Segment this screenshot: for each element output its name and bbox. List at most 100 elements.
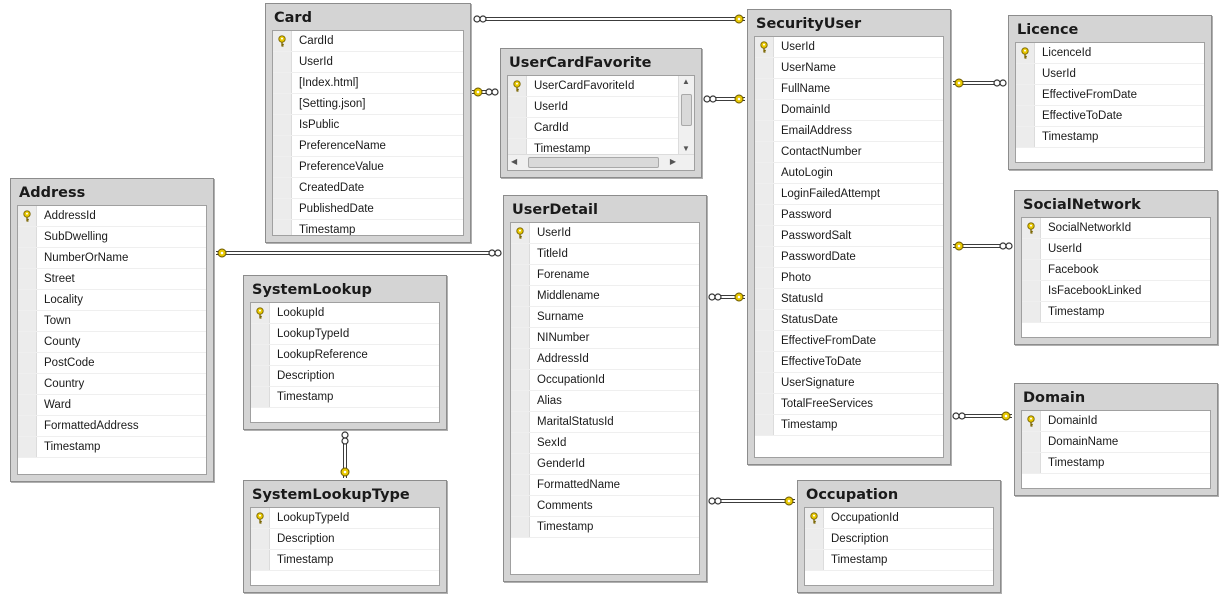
primary-key-column[interactable]: LookupTypeId	[251, 508, 439, 529]
horizontal-scrollbar[interactable]: ◀▶	[508, 154, 694, 170]
column-row[interactable]: LookupReference	[251, 345, 439, 366]
column-row[interactable]: Country	[18, 374, 206, 395]
column-row[interactable]: TotalFreeServices	[755, 394, 943, 415]
primary-key-column[interactable]: LookupId	[251, 303, 439, 324]
column-row[interactable]: Forename	[511, 265, 699, 286]
column-row[interactable]: IsPublic	[273, 115, 463, 136]
column-row[interactable]: ContactNumber	[755, 142, 943, 163]
primary-key-column[interactable]: CardId	[273, 31, 463, 52]
column-row[interactable]: Surname	[511, 307, 699, 328]
primary-key-column[interactable]: OccupationId	[805, 508, 993, 529]
scroll-thumb[interactable]	[681, 94, 692, 126]
relationship-address-userdetail[interactable]	[216, 248, 502, 258]
primary-key-column[interactable]: LicenceId	[1016, 43, 1204, 64]
column-row[interactable]: Photo	[755, 268, 943, 289]
column-row[interactable]: PreferenceName	[273, 136, 463, 157]
column-row[interactable]: Middlename	[511, 286, 699, 307]
column-row[interactable]: UserId	[273, 52, 463, 73]
column-row[interactable]: DomainId	[755, 100, 943, 121]
column-row[interactable]: Timestamp	[18, 437, 206, 458]
column-row[interactable]: PreferenceValue	[273, 157, 463, 178]
primary-key-column[interactable]: AddressId	[18, 206, 206, 227]
column-row[interactable]: EffectiveFromDate	[755, 331, 943, 352]
column-row[interactable]: NINumber	[511, 328, 699, 349]
column-row[interactable]: UserId	[1016, 64, 1204, 85]
column-row[interactable]: Timestamp	[1022, 302, 1210, 323]
column-row[interactable]: Description	[251, 366, 439, 387]
column-row[interactable]: FormattedAddress	[18, 416, 206, 437]
column-row[interactable]: Timestamp	[511, 517, 699, 538]
column-row[interactable]: IsFacebookLinked	[1022, 281, 1210, 302]
column-row[interactable]: Timestamp	[805, 550, 993, 571]
column-row[interactable]: NumberOrName	[18, 248, 206, 269]
relationship-systemlookup-systemlookuptype[interactable]	[340, 431, 350, 478]
column-row[interactable]: UserId	[508, 97, 679, 118]
scroll-thumb[interactable]	[528, 157, 659, 168]
relationship-securityuser-licence[interactable]	[953, 78, 1007, 88]
relationship-userdetail-occupation[interactable]	[708, 496, 795, 506]
vertical-scrollbar[interactable]: ▲▼	[678, 76, 694, 154]
relationship-securityuser-domain[interactable]	[952, 411, 1012, 421]
column-row[interactable]: EffectiveToDate	[755, 352, 943, 373]
column-row[interactable]: SubDwelling	[18, 227, 206, 248]
column-row[interactable]: LoginFailedAttempt	[755, 184, 943, 205]
column-row[interactable]: PasswordDate	[755, 247, 943, 268]
column-row[interactable]: EffectiveFromDate	[1016, 85, 1204, 106]
scroll-up-icon[interactable]: ▲	[682, 77, 690, 86]
column-row[interactable]: UserName	[755, 58, 943, 79]
column-row[interactable]: EffectiveToDate	[1016, 106, 1204, 127]
column-row[interactable]: DomainName	[1022, 432, 1210, 453]
scroll-right-icon[interactable]: ▶	[669, 157, 676, 166]
column-row[interactable]: GenderId	[511, 454, 699, 475]
column-row[interactable]: County	[18, 332, 206, 353]
column-row[interactable]: MaritalStatusId	[511, 412, 699, 433]
column-row[interactable]: StatusDate	[755, 310, 943, 331]
column-row[interactable]: Timestamp	[251, 550, 439, 571]
column-row[interactable]: UserSignature	[755, 373, 943, 394]
column-row[interactable]: Description	[805, 529, 993, 550]
column-row[interactable]: Comments	[511, 496, 699, 517]
column-row[interactable]: [Setting.json]	[273, 94, 463, 115]
column-row[interactable]: Timestamp	[1016, 127, 1204, 148]
column-row[interactable]: [Index.html]	[273, 73, 463, 94]
column-row[interactable]: Locality	[18, 290, 206, 311]
column-row[interactable]: Ward	[18, 395, 206, 416]
column-row[interactable]: PasswordSalt	[755, 226, 943, 247]
primary-key-column[interactable]: DomainId	[1022, 411, 1210, 432]
column-row[interactable]: Password	[755, 205, 943, 226]
relationship-usercardfavorite-securityuser[interactable]	[703, 94, 745, 104]
column-row[interactable]: AutoLogin	[755, 163, 943, 184]
column-row[interactable]: CreatedDate	[273, 178, 463, 199]
column-row[interactable]: SexId	[511, 433, 699, 454]
relationship-userdetail-securityuser[interactable]	[708, 292, 745, 302]
primary-key-column[interactable]: SocialNetworkId	[1022, 218, 1210, 239]
column-row[interactable]: Description	[251, 529, 439, 550]
column-row[interactable]: FormattedName	[511, 475, 699, 496]
column-row[interactable]: CardId	[508, 118, 679, 139]
column-row[interactable]: PublishedDate	[273, 199, 463, 220]
column-row[interactable]: Timestamp	[1022, 453, 1210, 474]
column-row[interactable]: UserId	[1022, 239, 1210, 260]
column-row[interactable]: EmailAddress	[755, 121, 943, 142]
primary-key-column[interactable]: UserId	[755, 37, 943, 58]
column-row[interactable]: AddressId	[511, 349, 699, 370]
column-row[interactable]: Timestamp	[755, 415, 943, 436]
relationship-card-usercardfavorite[interactable]	[472, 87, 499, 97]
column-row[interactable]: Timestamp	[251, 387, 439, 408]
column-row[interactable]: StatusId	[755, 289, 943, 310]
column-row[interactable]: Street	[18, 269, 206, 290]
column-row[interactable]: LookupTypeId	[251, 324, 439, 345]
scroll-down-icon[interactable]: ▼	[682, 144, 690, 153]
primary-key-column[interactable]: UserCardFavoriteId	[508, 76, 679, 97]
column-row[interactable]: Timestamp	[273, 220, 463, 235]
column-row[interactable]: Alias	[511, 391, 699, 412]
